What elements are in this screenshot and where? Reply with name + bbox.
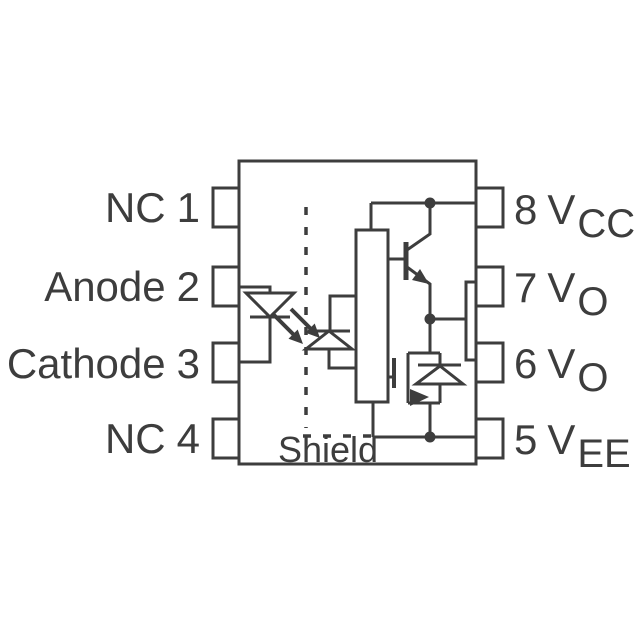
pin-1-number: 1 <box>177 184 200 231</box>
led-anode-wire <box>239 285 272 293</box>
pin-7-number: 7 <box>514 264 537 311</box>
vee-rail <box>371 402 476 439</box>
light-arrows <box>270 307 320 344</box>
pin-5-subscript: EE <box>577 432 630 476</box>
body-diode-triangle <box>411 364 468 386</box>
led-triangle <box>242 291 298 320</box>
pin-2-number: 2 <box>177 263 200 310</box>
amplifier-block <box>354 228 390 404</box>
npn-emitter-arrow <box>412 269 429 284</box>
photodiode-cathode-wire <box>328 294 357 331</box>
pin-box-7 <box>474 265 505 308</box>
led-cathode-wire <box>239 317 272 364</box>
pin-box-1 <box>211 186 241 229</box>
mosfet-source-arrow <box>410 389 429 406</box>
pin-3-name: Cathode <box>7 340 166 387</box>
body-diode-symbol <box>411 353 468 403</box>
photodiode-symbol <box>301 294 357 370</box>
pin-5-signal: V <box>547 416 575 463</box>
shield-label: Shield <box>278 429 378 470</box>
output-junction-dot <box>424 313 436 325</box>
vee-junction-dot <box>424 431 436 443</box>
light-arrow-icon <box>270 311 303 344</box>
pin-box-6 <box>474 341 505 384</box>
led-symbol <box>239 285 298 364</box>
vcc-rail <box>369 201 476 230</box>
mosfet-symbol <box>388 351 440 437</box>
pin-box-4 <box>211 417 241 460</box>
vo-output-connection <box>428 280 478 362</box>
pin-4-name: NC <box>105 415 166 462</box>
npn-transistor <box>388 203 432 319</box>
npn-emitter <box>406 265 432 319</box>
pin-label-2: Anode 2 <box>44 263 200 310</box>
pin-box-5 <box>474 417 505 460</box>
pin-6-number: 6 <box>514 340 537 387</box>
pin-box-8 <box>474 186 505 229</box>
pin-5-number: 5 <box>514 416 537 463</box>
junction-dots <box>424 197 436 443</box>
pin-6-signal: V <box>547 340 575 387</box>
shield-dashed-line <box>303 207 371 438</box>
pin-6-subscript: O <box>577 356 608 400</box>
pin-7-subscript: O <box>577 280 608 324</box>
vcc-junction-dot <box>424 197 436 209</box>
pin-4-number: 4 <box>177 415 200 462</box>
pin-2-name: Anode <box>44 263 165 310</box>
ic-package <box>211 159 505 466</box>
pin-8-number: 8 <box>514 186 537 233</box>
pin-8-signal: V <box>547 186 575 233</box>
pin-box-3 <box>211 341 241 384</box>
npn-collector <box>406 203 432 252</box>
photodiode-anode-wire <box>327 349 357 370</box>
pin-box-2 <box>211 265 241 308</box>
pin-7-signal: V <box>547 264 575 311</box>
pin-1-name: NC <box>105 184 166 231</box>
pin-8-subscript: CC <box>577 202 635 246</box>
pin-3-number: 3 <box>177 340 200 387</box>
vo-pins-bridge-block <box>464 280 478 362</box>
